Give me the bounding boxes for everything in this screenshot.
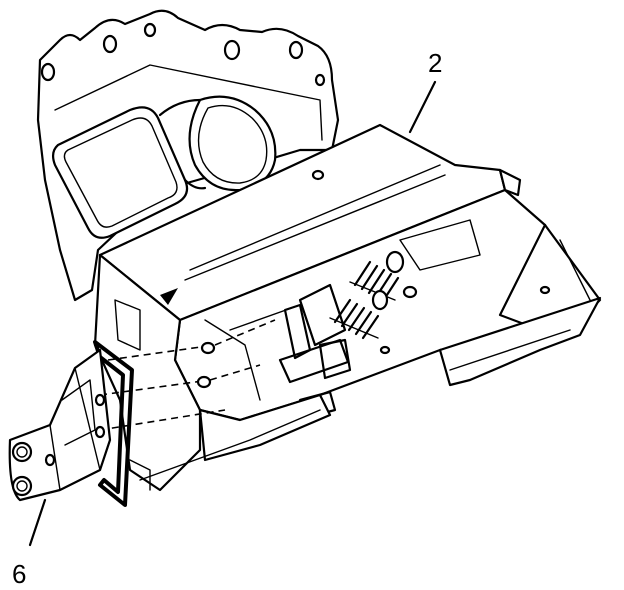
- leader-line-2: [408, 80, 437, 134]
- spring-upper: [349, 250, 405, 303]
- callout-2: 2: [428, 48, 442, 78]
- leader-lines: [28, 80, 437, 547]
- mounting-bracket: [8, 348, 112, 502]
- spring-lower: [329, 289, 389, 340]
- firewall-panel: [36, 9, 340, 302]
- leader-line-6: [28, 498, 47, 547]
- instrument-panel-tray: [93, 123, 602, 492]
- callout-6: 6: [12, 559, 26, 589]
- gasket-seal: [93, 340, 134, 507]
- alignment-lines: [99, 319, 276, 431]
